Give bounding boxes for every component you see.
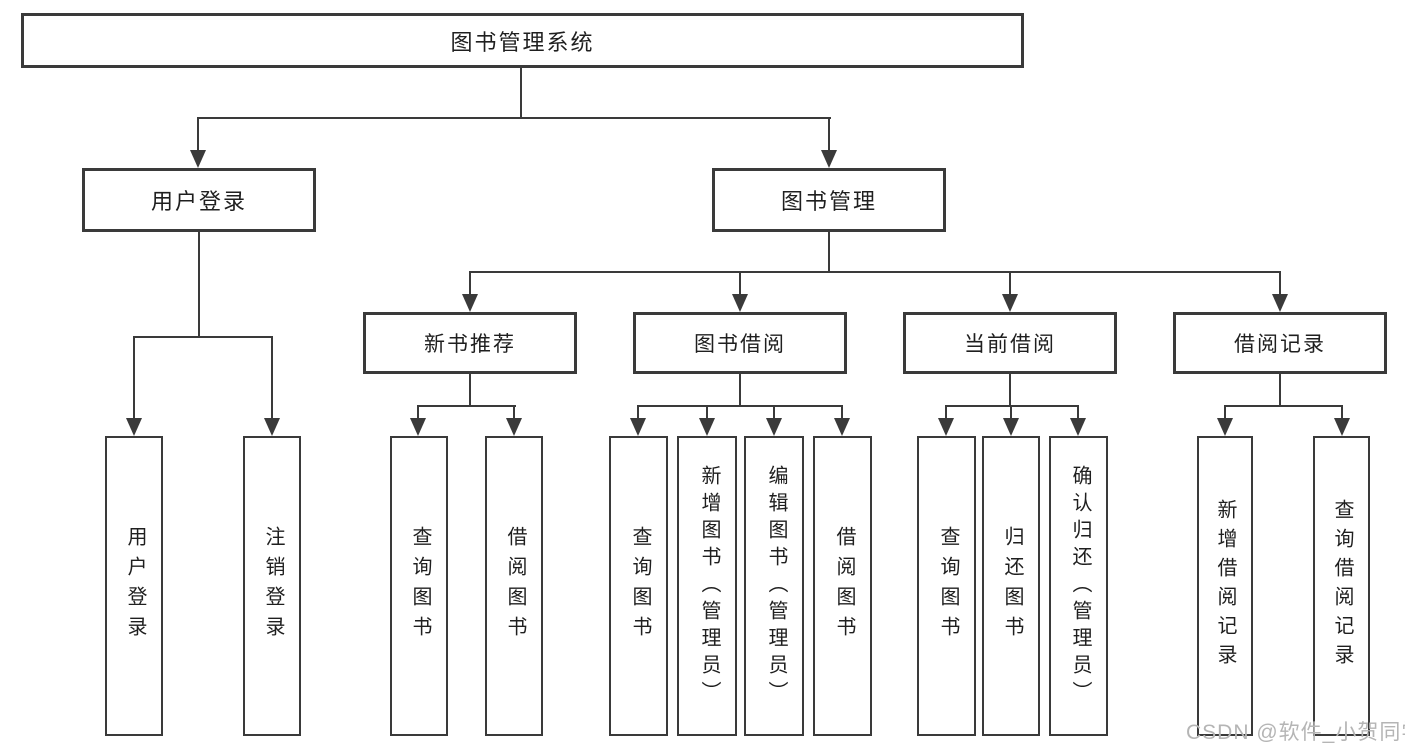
node-new-book-recommend: 新书推荐 xyxy=(363,312,577,374)
connector-arrow-stem xyxy=(469,271,471,297)
node-library-management-system: 图书管理系统 xyxy=(21,13,1024,68)
node-book-management: 图书管理 xyxy=(712,168,946,232)
connector-arrow-stem xyxy=(841,405,843,421)
leaf-current-return-books: 归还图书 xyxy=(982,436,1040,736)
connector-group-stem xyxy=(739,371,741,407)
leaf-borrowing-borrow-books: 借阅图书 xyxy=(813,436,872,736)
connector-arrow-stem xyxy=(1010,405,1012,421)
connector-group-branch xyxy=(945,405,1079,407)
arrow-down-icon xyxy=(1070,418,1086,436)
arrow-down-icon xyxy=(821,150,837,168)
arrow-down-icon xyxy=(938,418,954,436)
connector-group-stem xyxy=(1279,371,1281,407)
arrow-down-icon xyxy=(410,418,426,436)
arrow-down-icon xyxy=(732,294,748,312)
connector-arrow-stem xyxy=(417,405,419,421)
leaf-current-query-books: 查询图书 xyxy=(917,436,976,736)
connector-book-mgmt-stem xyxy=(828,229,830,273)
node-borrow-records: 借阅记录 xyxy=(1173,312,1387,374)
leaf-newbook-borrow-books: 借阅图书 xyxy=(485,436,543,736)
node-book-borrowing: 图书借阅 xyxy=(633,312,847,374)
leaf-record-add-borrow-record: 新增借阅记录 xyxy=(1197,436,1253,736)
leaf-borrowing-query-books: 查询图书 xyxy=(609,436,668,736)
leaf-borrowing-edit-books-admin: 编辑图书（管理员） xyxy=(744,436,804,736)
arrow-down-icon xyxy=(1003,418,1019,436)
connector-level2-branch xyxy=(197,117,831,119)
arrow-down-icon xyxy=(506,418,522,436)
connector-arrow-stem xyxy=(1341,405,1343,421)
connector-group-stem xyxy=(1009,371,1011,407)
connector-arrow-stem xyxy=(773,405,775,421)
connector-arrow-stem xyxy=(271,336,273,421)
connector-root-stem xyxy=(520,66,522,118)
connector-arrow-stem xyxy=(828,117,830,153)
connector-arrow-stem xyxy=(637,405,639,421)
leaf-current-confirm-return-admin: 确认归还（管理员） xyxy=(1049,436,1108,736)
connector-user-login-stem xyxy=(198,229,200,338)
leaf-user-login: 用户登录 xyxy=(105,436,163,736)
connector-group-branch xyxy=(637,405,843,407)
node-current-borrowing: 当前借阅 xyxy=(903,312,1117,374)
arrow-down-icon xyxy=(190,150,206,168)
leaf-record-query-borrow-record: 查询借阅记录 xyxy=(1313,436,1370,736)
connector-arrow-stem xyxy=(1077,405,1079,421)
arrow-down-icon xyxy=(766,418,782,436)
connector-user-login-branch xyxy=(133,336,273,338)
arrow-down-icon xyxy=(699,418,715,436)
leaf-borrowing-add-books-admin: 新增图书（管理员） xyxy=(677,436,737,736)
connector-group-branch xyxy=(1224,405,1342,407)
connector-arrow-stem xyxy=(133,336,135,421)
connector-arrow-stem xyxy=(1279,271,1281,297)
connector-arrow-stem xyxy=(706,405,708,421)
arrow-down-icon xyxy=(630,418,646,436)
connector-arrow-stem xyxy=(739,271,741,297)
leaf-logout-login: 注销登录 xyxy=(243,436,301,736)
arrow-down-icon xyxy=(1217,418,1233,436)
node-user-login: 用户登录 xyxy=(82,168,316,232)
arrow-down-icon xyxy=(264,418,280,436)
arrow-down-icon xyxy=(1272,294,1288,312)
connector-arrow-stem xyxy=(1009,271,1011,297)
connector-arrow-stem xyxy=(513,405,515,421)
watermark-text: CSDN @软件_小贺同学 xyxy=(1186,721,1405,744)
leaf-newbook-query-books: 查询图书 xyxy=(390,436,448,736)
connector-group-stem xyxy=(469,371,471,407)
arrow-down-icon xyxy=(126,418,142,436)
arrow-down-icon xyxy=(1002,294,1018,312)
connector-level3-branch xyxy=(469,271,1281,273)
arrow-down-icon xyxy=(462,294,478,312)
arrow-down-icon xyxy=(1334,418,1350,436)
connector-arrow-stem xyxy=(945,405,947,421)
arrow-down-icon xyxy=(834,418,850,436)
connector-group-branch xyxy=(417,405,516,407)
connector-arrow-stem xyxy=(197,117,199,153)
connector-arrow-stem xyxy=(1224,405,1226,421)
